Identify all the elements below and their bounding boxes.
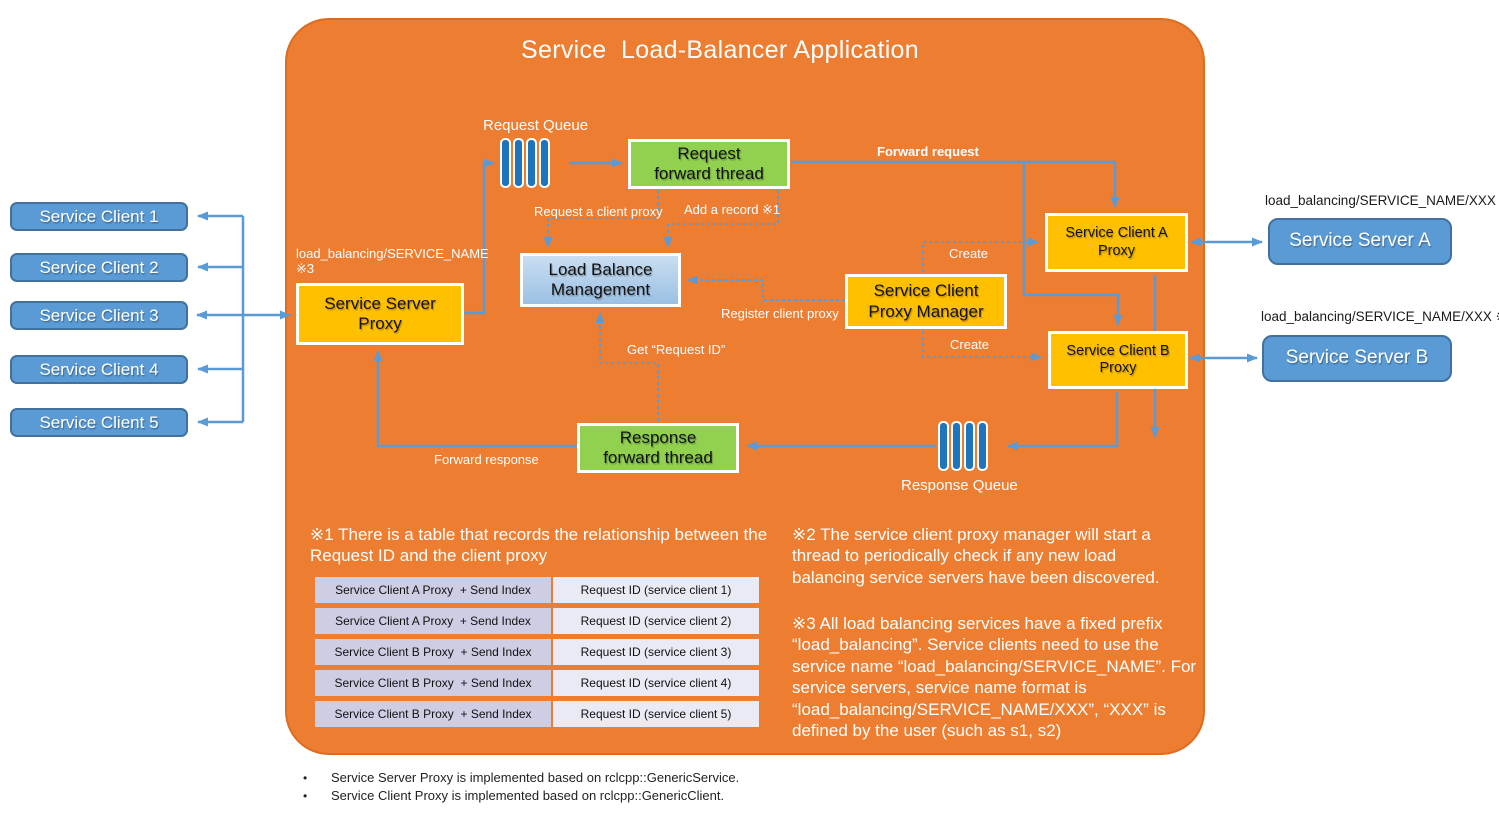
request-a-client-proxy-label: Request a client proxy <box>534 204 663 219</box>
table-row: Service Client B Proxy + Send Index Requ… <box>315 701 759 727</box>
table-cell-request: Request ID (service client 1) <box>553 577 759 603</box>
get-request-id-label: Get “Request ID” <box>627 342 726 357</box>
request-id-mapping-table: Service Client A Proxy + Send Index Requ… <box>315 577 759 732</box>
table-row: Service Client A Proxy + Send Index Requ… <box>315 608 759 634</box>
service-server-b-box: Service Server B <box>1262 335 1452 382</box>
footnote-text: Service Client Proxy is implemented base… <box>331 788 725 803</box>
create-bottom-label: Create <box>950 337 990 352</box>
response-forward-thread-box: Response forward thread <box>577 423 739 473</box>
service-client-4-box: Service Client 4 <box>10 355 188 384</box>
service-server-a-box: Service Server A <box>1268 218 1452 265</box>
request-queue-icon <box>500 138 550 188</box>
table-row: Service Client A Proxy + Send Index Requ… <box>315 577 759 603</box>
register-client-proxy-label: Register client proxy <box>721 306 839 321</box>
service-name-left-label: load_balancing/SERVICE_NAME ※3 <box>296 246 489 276</box>
table-cell-proxy: Service Client A Proxy + Send Index <box>315 608 551 634</box>
forward-request-label: Forward request <box>877 144 979 159</box>
table-row: Service Client B Proxy + Send Index Requ… <box>315 670 759 696</box>
response-queue-icon <box>938 421 988 471</box>
table-cell-proxy: Service Client B Proxy + Send Index <box>315 670 551 696</box>
request-forward-thread-box: Request forward thread <box>628 139 790 189</box>
table-cell-proxy: Service Client B Proxy + Send Index <box>315 639 551 665</box>
table-cell-request: Request ID (service client 3) <box>553 639 759 665</box>
note-1: ※1 There is a table that records the rel… <box>310 525 768 566</box>
table-cell-request: Request ID (service client 5) <box>553 701 759 727</box>
add-a-record-label: Add a record ※1 <box>684 202 781 217</box>
request-queue-label: Request Queue <box>483 117 589 134</box>
bullet-icon <box>303 788 331 803</box>
bullet-icon <box>303 770 331 785</box>
note-2: ※2 The service client proxy manager will… <box>792 525 1160 587</box>
note-3: ※3 All load balancing services have a fi… <box>792 614 1197 741</box>
footnote-2: Service Client Proxy is implemented base… <box>303 788 724 803</box>
table-row: Service Client B Proxy + Send Index Requ… <box>315 639 759 665</box>
table-cell-request: Request ID (service client 4) <box>553 670 759 696</box>
footnote-text: Service Server Proxy is implemented base… <box>331 770 740 785</box>
service-client-2-box: Service Client 2 <box>10 253 188 282</box>
service-server-proxy-box: Service Server Proxy <box>296 283 464 345</box>
response-queue-label: Response Queue <box>901 477 1018 494</box>
table-cell-request: Request ID (service client 2) <box>553 608 759 634</box>
service-name-server-a-label: load_balancing/SERVICE_NAME/XXX ※3 <box>1265 193 1499 208</box>
service-client-b-proxy-box: Service Client B Proxy <box>1048 331 1188 389</box>
create-top-label: Create <box>949 246 989 261</box>
service-client-3-box: Service Client 3 <box>10 301 188 330</box>
footnote-1: Service Server Proxy is implemented base… <box>303 770 739 785</box>
load-balance-management-box: Load Balance Management <box>520 253 681 307</box>
service-client-a-proxy-box: Service Client A Proxy <box>1045 213 1188 272</box>
diagram-title: Service Load-Balancer Application <box>521 36 919 64</box>
table-cell-proxy: Service Client B Proxy + Send Index <box>315 701 551 727</box>
service-client-1-box: Service Client 1 <box>10 202 188 231</box>
service-client-proxy-manager-box: Service Client Proxy Manager <box>845 274 1007 329</box>
service-name-server-b-label: load_balancing/SERVICE_NAME/XXX ※3 <box>1261 309 1499 324</box>
table-cell-proxy: Service Client A Proxy + Send Index <box>315 577 551 603</box>
forward-response-label: Forward response <box>434 452 539 467</box>
service-client-5-box: Service Client 5 <box>10 408 188 437</box>
